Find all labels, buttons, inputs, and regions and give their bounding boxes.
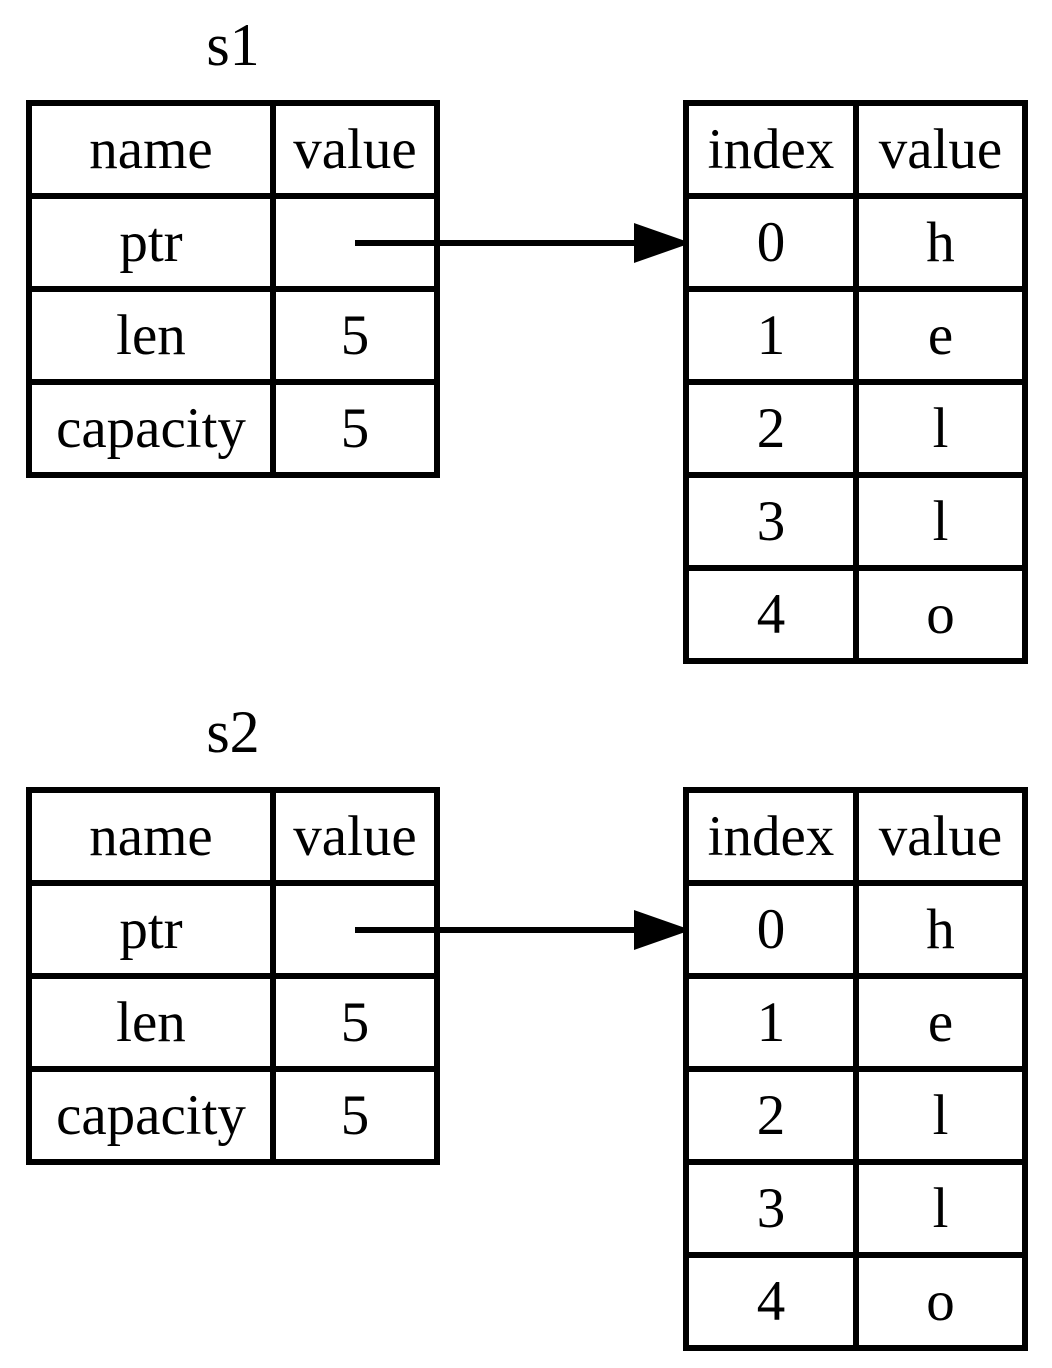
table-cell: l	[859, 478, 1022, 565]
stack-table: name value ptr len 5 capacity 5	[26, 100, 440, 478]
table-cell: 2	[689, 1072, 853, 1159]
table-cell: 5	[276, 1072, 434, 1159]
table-cell: 5	[276, 292, 434, 379]
table-cell: ptr	[32, 199, 270, 286]
table-cell: 5	[276, 979, 434, 1066]
table-cell: len	[32, 979, 270, 1066]
arrow-head-icon	[634, 910, 691, 950]
table-header-cell: value	[276, 106, 434, 193]
arrow-head-icon	[634, 223, 691, 263]
table-header-cell: name	[32, 106, 270, 193]
table-cell: l	[859, 1165, 1022, 1252]
table-header-cell: value	[859, 793, 1022, 880]
arrow-shaft	[355, 927, 642, 933]
table-cell: 0	[689, 199, 853, 286]
stack-table: name value ptr len 5 capacity 5	[26, 787, 440, 1165]
arrow-shaft	[355, 240, 642, 246]
table-cell: capacity	[32, 385, 270, 472]
table-cell: l	[859, 1072, 1022, 1159]
section-title: s2	[206, 699, 260, 765]
table-cell: 4	[689, 1258, 853, 1345]
table-header-cell: index	[689, 793, 853, 880]
table-header-cell: index	[689, 106, 853, 193]
table-cell: 4	[689, 571, 853, 658]
table-cell: e	[859, 979, 1022, 1066]
section-s1: s1 name value ptr len 5 capacity 5 index…	[26, 12, 1028, 664]
section-title: s1	[206, 12, 260, 78]
table-cell: capacity	[32, 1072, 270, 1159]
table-cell: 3	[689, 478, 853, 565]
table-cell: h	[859, 199, 1022, 286]
table-cell: 3	[689, 1165, 853, 1252]
table-cell: h	[859, 886, 1022, 973]
section-s2: s2 name value ptr len 5 capacity 5 index…	[0, 687, 1052, 1368]
heap-table: index value 0 h 1 e 2 l 3 l 4 o	[683, 100, 1028, 664]
table-cell: len	[32, 292, 270, 379]
table-cell: o	[859, 571, 1022, 658]
table-header-cell: name	[32, 793, 270, 880]
table-cell: e	[859, 292, 1022, 379]
table-header-cell: value	[859, 106, 1022, 193]
table-header-cell: value	[276, 793, 434, 880]
table-cell: 1	[689, 292, 853, 379]
table-cell: 2	[689, 385, 853, 472]
table-cell: ptr	[32, 886, 270, 973]
table-cell: l	[859, 385, 1022, 472]
table-cell: 5	[276, 385, 434, 472]
table-cell: 1	[689, 979, 853, 1066]
table-cell: 0	[689, 886, 853, 973]
heap-table: index value 0 h 1 e 2 l 3 l 4 o	[683, 787, 1028, 1351]
table-cell: o	[859, 1258, 1022, 1345]
